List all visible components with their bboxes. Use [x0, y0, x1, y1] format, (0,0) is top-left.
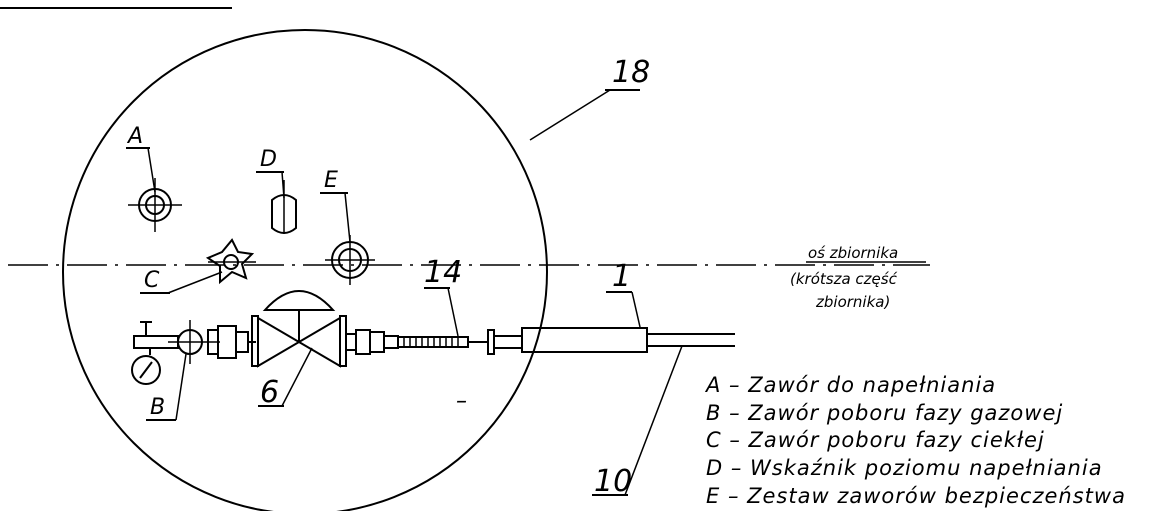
axis-note-line2: (krótsza część: [790, 270, 898, 288]
main-valve-6-icon: [248, 290, 347, 368]
legend: A – Zawór do napełniania B – Zawór pobor…: [704, 373, 1126, 508]
legend-item-d: D – Wskaźnik poziomu napełniania: [706, 456, 1103, 480]
leader-14: [447, 287, 459, 337]
safety-valve-e-icon: [325, 235, 375, 285]
leader-18: [529, 89, 611, 141]
leader-c: [167, 271, 223, 294]
flexible-hose-14-icon: [397, 329, 523, 355]
legend-item-b: B – Zawór poboru fazy gazowej: [706, 401, 1063, 425]
liquid-valve-c-icon: [205, 238, 256, 285]
axis-note-line3: zbiornika): [815, 293, 890, 311]
pipe-sleeve-1: [521, 327, 648, 353]
tank-outline: [62, 29, 548, 511]
leader-1: [631, 291, 641, 328]
callout-c: C: [144, 268, 160, 293]
callout-1: 1: [612, 259, 631, 294]
callout-b: B: [150, 395, 165, 420]
callout-18: 18: [612, 55, 650, 90]
leader-6: [281, 347, 313, 407]
callout-6: 6: [260, 375, 279, 410]
hose-fitting-icon: [345, 329, 399, 355]
callout-14: 14: [424, 255, 462, 290]
leader-e: [344, 192, 351, 243]
leader-10: [624, 345, 683, 496]
legend-item-e: E – Zestaw zaworów bezpieczeństwa: [706, 484, 1126, 508]
small-dash-mark: –: [456, 389, 467, 414]
valve-a-icon: [128, 178, 182, 232]
callout-d: D: [260, 147, 277, 172]
gas-valve-b-icon: [133, 320, 249, 364]
callout-10: 10: [594, 464, 632, 499]
callout-a: A: [126, 124, 143, 149]
pressure-gauge-icon: [131, 355, 161, 385]
legend-item-c: C – Zawór poboru fazy ciekłej: [706, 428, 1045, 452]
level-indicator-d-icon: [271, 180, 297, 234]
leader-d: [281, 171, 285, 199]
leader-b: [175, 353, 187, 421]
leader-a: [147, 147, 156, 193]
callout-e: E: [324, 168, 338, 193]
axis-note-line1: oś zbiornika: [808, 244, 898, 262]
legend-item-a: A – Zawór do napełniania: [704, 373, 996, 397]
